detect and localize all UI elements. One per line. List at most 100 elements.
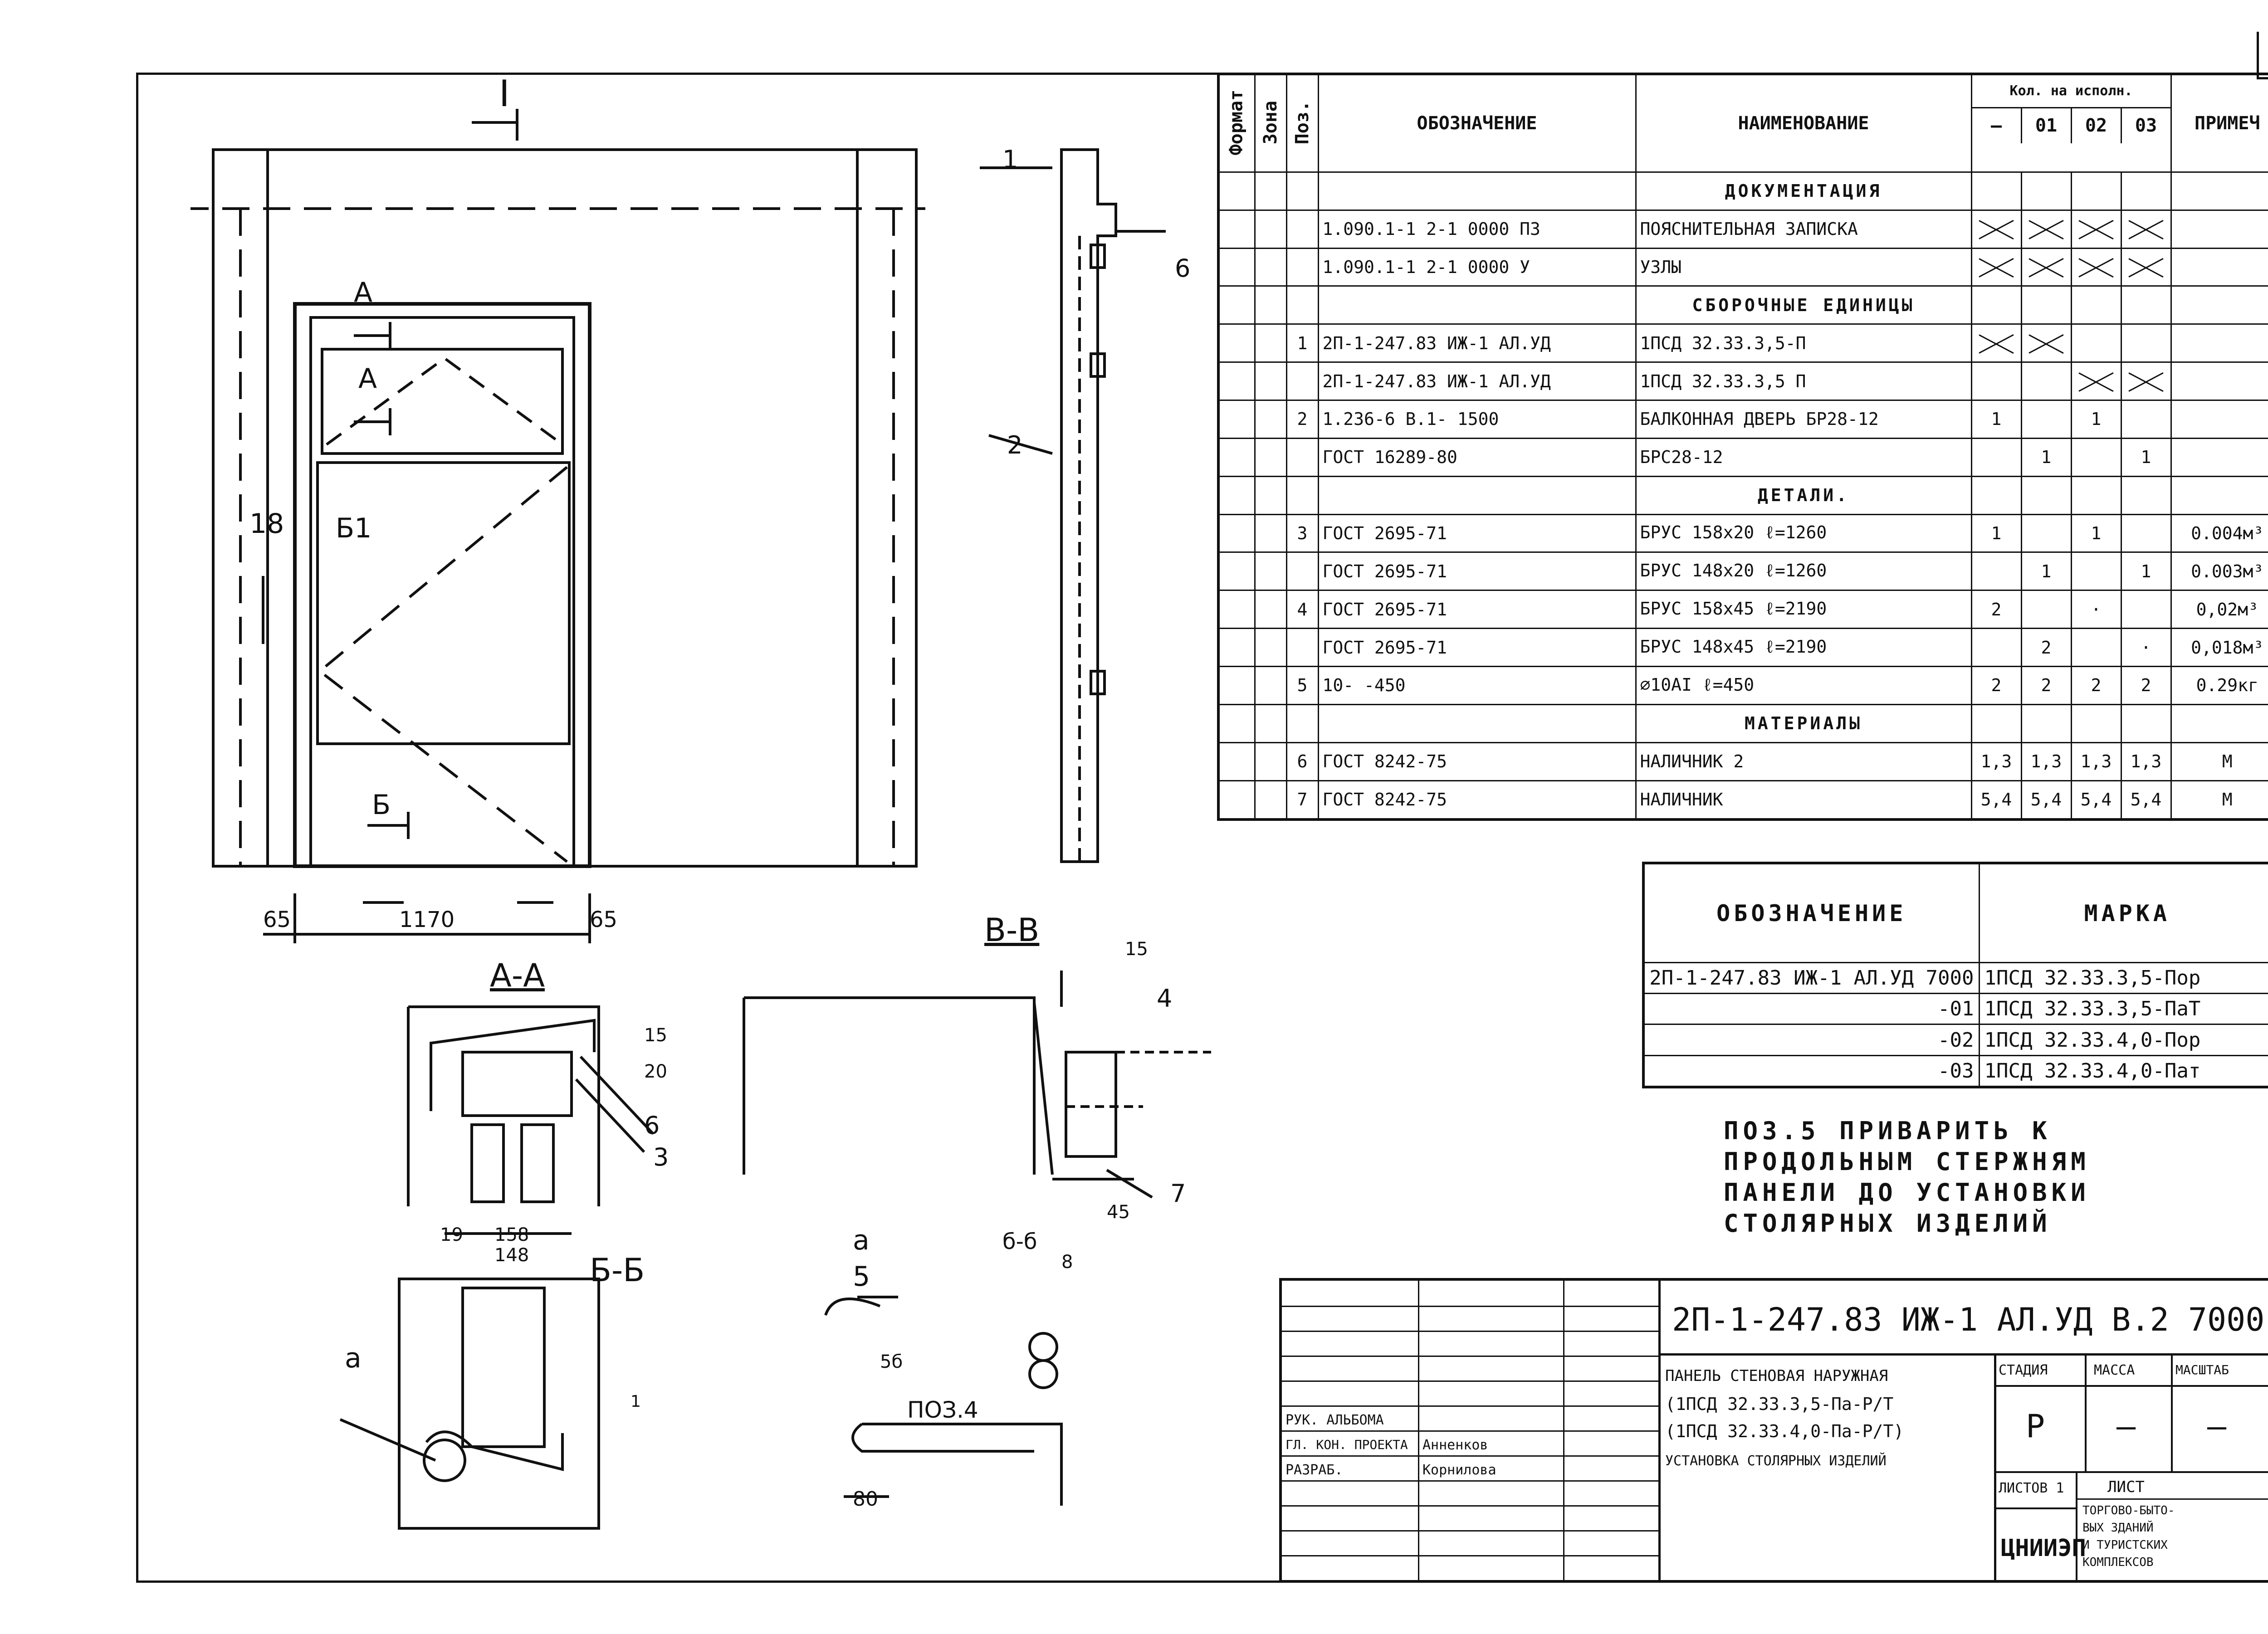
section-aa-callout-3: 3 [653, 1143, 669, 1171]
spec-cell-qty [1970, 285, 2022, 325]
note-line-1: ПОЗ.5 ПРИВАРИТЬ К [1724, 1117, 2052, 1145]
detail-b-title: б-б [1002, 1229, 1037, 1254]
spec-cell-name: НАЛИЧНИК [1635, 780, 1972, 820]
spec-cell-designation: 2П-1-247.83 ИЖ-1 АЛ.УД [1317, 361, 1637, 401]
spec-row: ДЕТАЛИ. [1217, 475, 2268, 515]
spec-cell-format [1217, 665, 1256, 705]
title-desc-1: ПАНЕЛЬ СТЕНОВАЯ НАРУЖНАЯ [1665, 1367, 1888, 1385]
mark-cell-designation: -01 [1642, 993, 1980, 1025]
mass-label: МАССА [2094, 1362, 2135, 1378]
spec-cell-q2 [2070, 551, 2122, 591]
spec-cell-qty [2120, 475, 2172, 515]
section-vv-dim-15: 15 [1125, 939, 1148, 960]
org-text-3: И ТУРИСТСКИХ [2082, 1538, 2168, 1552]
spec-cell-q0: 2 [1970, 590, 2022, 629]
title-desc-2: (1ПСД 32.33.3,5-Па-Р/Т [1665, 1394, 1894, 1414]
spec-cell-q0: 1 [1970, 399, 2022, 439]
spec-cell-q2 [2070, 437, 2122, 477]
section-bb-title: Б-Б [590, 1252, 645, 1289]
spec-section-title: МАТЕРИАЛЫ [1635, 703, 1972, 743]
spec-section-title: ДОКУМЕНТАЦИЯ [1635, 171, 1972, 211]
spec-cell-qty [2020, 475, 2072, 515]
spec-cell-q0 [1970, 437, 2022, 477]
spec-cell-q1: 1 [2020, 551, 2072, 591]
spec-cell-designation: ГОСТ 16289-80 [1317, 437, 1637, 477]
spec-cell-q3: 1 [2120, 551, 2172, 591]
spec-cell-note [2170, 361, 2268, 401]
title-desc-4: УСТАНОВКА СТОЛЯРНЫХ ИЗДЕЛИЙ [1665, 1453, 1887, 1469]
spec-header-name: НАИМЕНОВАНИЕ [1635, 73, 1972, 173]
spec-cell-zone [1254, 741, 1287, 781]
spec-cell-q0 [1970, 361, 2022, 401]
spec-cell-q3 [2120, 513, 2172, 553]
spec-cell-q3: 1 [2120, 437, 2172, 477]
spec-cell-pos [1286, 209, 1319, 249]
section-mark-A-mid: A [358, 363, 377, 395]
spec-cell-q2: 5,4 [2070, 780, 2122, 820]
spec-cell-format [1217, 628, 1256, 667]
spec-cell-name: НАЛИЧНИК 2 [1635, 741, 1972, 781]
spec-cell-q1 [2020, 513, 2072, 553]
callout-1: 1 [1002, 145, 1018, 174]
section-mark-I: I [499, 73, 510, 115]
spec-cell-note [2170, 171, 2268, 211]
spec-cell-q3 [2120, 323, 2172, 363]
spec-cell-pos: 6 [1286, 741, 1319, 781]
spec-cell-qty [2070, 475, 2122, 515]
pos4-dim: 80 [853, 1488, 878, 1511]
scale-value: – [2207, 1408, 2227, 1445]
spec-cell-note [2170, 437, 2268, 477]
spec-cell-name: БАЛКОННАЯ ДВЕРЬ БР28-12 [1635, 399, 1972, 439]
detail-a-bottom: 5 [853, 1261, 870, 1293]
spec-cell-q0: 5,4 [1970, 780, 2022, 820]
spec-cell-name: ПОЯСНИТЕЛЬНАЯ ЗАПИСКА [1635, 209, 1972, 249]
spec-header-qty-label: Кол. на исполн. [1973, 75, 2170, 108]
spec-cell-qty [2120, 285, 2172, 325]
spec-cell-q3 [2120, 361, 2172, 401]
mark-cell-mark: 1ПСД 32.33.3,5-ПаТ [1978, 993, 2268, 1025]
spec-cell-q3: · [2120, 628, 2172, 667]
spec-cell-zone [1254, 590, 1287, 629]
spec-cell-format [1217, 323, 1256, 363]
stage-label: СТАДИЯ [1999, 1362, 2048, 1378]
section-aa-dim-19: 19 [440, 1224, 463, 1245]
title-desc-3: (1ПСД 32.33.4,0-Па-Р/Т) [1665, 1421, 1904, 1441]
spec-cell-q2: 1,3 [2070, 741, 2122, 781]
spec-cell-designation: ГОСТ 8242-75 [1317, 741, 1637, 781]
spec-cell-pos: 3 [1286, 513, 1319, 553]
spec-cell-pos: 4 [1286, 590, 1319, 629]
spec-cell-q1: 1,3 [2020, 741, 2072, 781]
spec-cell-pos [1286, 171, 1319, 211]
spec-row: МАТЕРИАЛЫ [1217, 703, 2268, 743]
spec-cell-zone [1254, 475, 1287, 515]
mark-cell-mark: 1ПСД 32.33.4,0-Пат [1978, 1054, 2268, 1088]
spec-header-q1: 01 [2022, 108, 2072, 143]
spec-cell-q1 [2020, 209, 2072, 249]
door-elevation-drawing [191, 109, 1211, 1530]
spec-header-q0: – [1973, 108, 2022, 143]
scale-label: МАСШТАБ [2175, 1362, 2229, 1377]
spec-cell-zone [1254, 247, 1287, 287]
spec-cell-q2: 2 [2070, 665, 2122, 705]
mark-header-designation: ОБОЗНАЧЕНИЕ [1642, 862, 1980, 964]
callout-2: 2 [1007, 431, 1023, 459]
spec-cell-q1: 1 [2020, 437, 2072, 477]
spec-cell-pos: 2 [1286, 399, 1319, 439]
spec-section-title: СБОРОЧНЫЕ ЕДИНИЦЫ [1635, 285, 1972, 325]
spec-cell-q3 [2120, 247, 2172, 287]
dim-left: 65 [263, 907, 291, 932]
mark-cell-designation: -02 [1642, 1024, 1980, 1056]
section-aa-dim-15: 15 [644, 1025, 667, 1046]
spec-cell-note: 0,018м³ [2170, 628, 2268, 667]
spec-cell-note: 0.29кг [2170, 665, 2268, 705]
note-line-4: СТОЛЯРНЫХ ИЗДЕЛИЙ [1724, 1209, 2052, 1238]
